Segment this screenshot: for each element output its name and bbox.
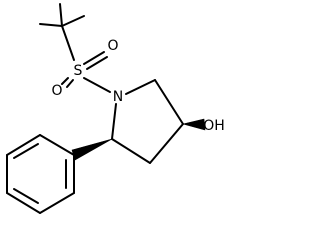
bond-nitrogen-ring-ch2 — [125, 79, 156, 95]
wedge-bond-hydroxyl — [182, 118, 206, 131]
atom-label-hydroxyl: OH — [203, 118, 225, 134]
atom-label-oxygen-top: O — [107, 38, 118, 54]
bond-sulfur-nitrogen — [83, 77, 111, 93]
chemical-structure: O S O N OH — [6, 3, 225, 214]
structure-svg: O S O N OH — [6, 3, 225, 214]
atom-label-sulfur: S — [74, 63, 83, 79]
bond-tbu-methyl-left — [39, 23, 63, 27]
bond-phenyl-carbon-nitrogen — [111, 103, 117, 140]
bond-phenyl-1 — [39, 134, 75, 156]
bond-sulfur-oxygen-top-a — [83, 51, 105, 65]
aromatic-double-bond-1 — [13, 143, 39, 159]
bond-carbinol-ring-ch2 — [149, 123, 184, 164]
bond-phenyl-2 — [6, 134, 41, 156]
bond-tbu-methyl-top — [59, 3, 63, 27]
bond-sulfur-oxygen-top-b — [86, 56, 108, 70]
bond-sulfur-oxygen-bottom-b — [66, 79, 74, 88]
aromatic-double-bond-2 — [13, 188, 39, 204]
bond-sulfur-oxygen-bottom-a — [61, 77, 69, 85]
atom-label-nitrogen: N — [113, 89, 123, 105]
wedge-bond-phenyl — [71, 138, 113, 161]
bond-phenyl-4 — [6, 192, 41, 214]
bond-tbu-methyl-right — [61, 15, 85, 27]
bond-ring-ch2-phenyl-carbon — [111, 138, 151, 164]
bond-ring-ch2-carbinol — [154, 79, 184, 125]
atom-label-oxygen-bottom: O — [51, 83, 62, 99]
bond-phenyl-5 — [39, 192, 75, 214]
bond-tbu-sulfur — [61, 25, 75, 61]
